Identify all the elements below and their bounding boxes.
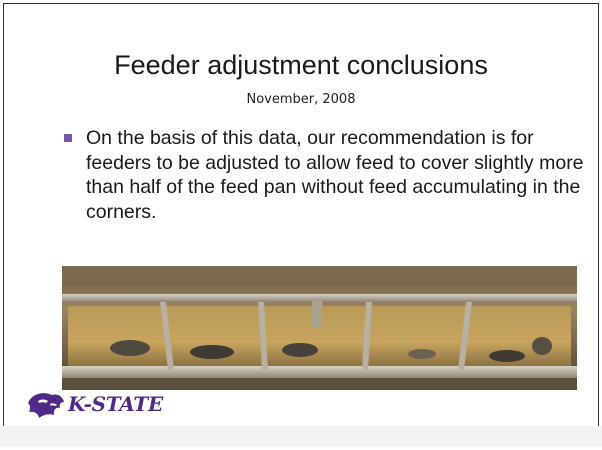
slide: Feeder adjustment conclusions November, … — [3, 3, 599, 428]
feeder-pan-photo — [62, 266, 577, 390]
kstate-logo: K-STATE — [26, 389, 163, 419]
slide-title: Feeder adjustment conclusions — [4, 50, 598, 81]
slide-date: November, 2008 — [4, 92, 598, 107]
logo-wordmark: K-STATE — [68, 392, 163, 416]
bullet-square-icon — [64, 134, 72, 142]
footer-band — [0, 426, 602, 447]
bullet-item: On the basis of this data, our recommend… — [64, 126, 584, 224]
bullet-text: On the basis of this data, our recommend… — [86, 126, 584, 224]
wildcat-icon — [26, 389, 66, 419]
